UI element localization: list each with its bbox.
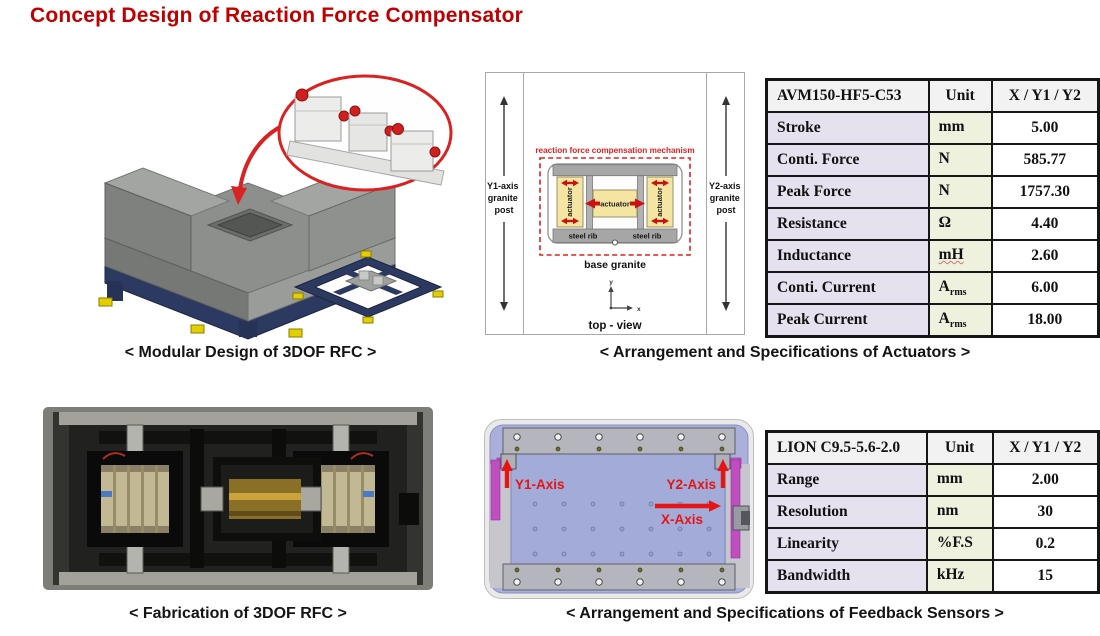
table-row: Conti. Current Arms 6.00 — [765, 271, 1100, 305]
svg-text:actuator: actuator — [565, 187, 574, 217]
sensor-arrangement-diagram: Y1-Axis Y2-Axis X-Axis — [483, 418, 755, 600]
page-title: Concept Design of Reaction Force Compens… — [30, 4, 524, 27]
svg-text:actuator: actuator — [655, 187, 664, 217]
fabrication-figure — [43, 407, 433, 590]
plate-hole-grid — [532, 501, 712, 557]
y2-axis-label: Y2-Axis — [666, 477, 716, 492]
svg-text:x: x — [637, 306, 641, 313]
right-actuator: actuator — [646, 176, 674, 228]
table-row: Peak Force N 1757.30 — [765, 175, 1100, 209]
svg-text:Y2-axis granite: Y2-axis granite post — [709, 181, 743, 215]
y2-granite-post: Y2-axis granite post — [709, 96, 743, 311]
table-header-row: AVM150-HF5-C53 Unit X / Y1 / Y2 — [765, 78, 1100, 113]
table-row: Resolution nm 30 — [765, 495, 1100, 529]
caption-actuators: < Arrangement and Specifications of Actu… — [599, 344, 971, 361]
svg-text:y: y — [609, 279, 613, 286]
table-row: Stroke mm 5.00 — [765, 111, 1100, 145]
unit-header: Unit — [925, 430, 994, 465]
caption-modular-design: < Modular Design of 3DOF RFC > — [124, 344, 377, 361]
top-rail-holes — [513, 433, 726, 452]
sensor-model-header: LION C9.5-5.6-2.0 — [765, 430, 928, 465]
fabrication-photo — [43, 407, 433, 590]
table-row: Resistance Ω 4.40 — [765, 207, 1100, 241]
axes-header: X / Y1 / Y2 — [990, 78, 1100, 113]
unit-header: Unit — [927, 78, 993, 113]
modular-design-cad-image — [98, 74, 453, 340]
top-view-label: top - view — [588, 320, 641, 332]
x-axis-arrow — [655, 500, 721, 512]
rfc-mechanism-dashed-box — [539, 157, 691, 256]
y2-axis-arrow — [717, 459, 729, 488]
left-actuator: actuator — [556, 176, 584, 228]
axes-header: X / Y1 / Y2 — [991, 430, 1100, 465]
sensor-spec-table: LION C9.5-5.6-2.0 Unit X / Y1 / Y2 Range… — [765, 430, 1100, 594]
steel-rib-right-label: steel rib — [633, 232, 662, 241]
actuator-arrangement-diagram: Y1-axis granite post Y2-axis granite pos… — [485, 72, 745, 335]
y1-axis-arrow — [501, 459, 513, 488]
steel-rib-left-label: steel rib — [569, 232, 598, 241]
actuator-spec-table: AVM150-HF5-C53 Unit X / Y1 / Y2 Stroke m… — [765, 78, 1100, 338]
y1-axis-label: Y1-Axis — [515, 477, 565, 492]
caption-fabrication: < Fabrication of 3DOF RFC > — [129, 605, 347, 622]
svg-text:actuator: actuator — [600, 200, 630, 209]
modular-design-figure — [43, 55, 458, 342]
left-voice-coil — [87, 424, 183, 574]
table-row: Peak Current Arms 18.00 — [765, 303, 1100, 338]
center-voice-coil — [200, 457, 322, 541]
rfc-mechanism-label: reaction force compensation mechanism — [535, 146, 694, 155]
y1-granite-post: Y1-axis granite post — [487, 96, 521, 311]
table-row: Range mm 2.00 — [765, 463, 1100, 497]
caption-sensors: < Arrangement and Specifications of Feed… — [566, 605, 1004, 622]
svg-text:Y1-axis granite: Y1-axis granite post — [487, 181, 521, 215]
base-granite-label: base granite — [584, 259, 646, 271]
bottom-rail-holes — [513, 567, 726, 586]
table-row: Linearity %F.S 0.2 — [765, 527, 1100, 561]
center-actuator: actuator — [585, 189, 645, 218]
coordinate-axes: y x — [608, 279, 641, 313]
table-row: Bandwidth kHz 15 — [765, 559, 1100, 594]
table-row: Conti. Force N 585.77 — [765, 143, 1100, 177]
table-header-row: LION C9.5-5.6-2.0 Unit X / Y1 / Y2 — [765, 430, 1100, 465]
table-row: Inductance mH 2.60 — [765, 239, 1100, 273]
actuator-model-header: AVM150-HF5-C53 — [765, 78, 930, 113]
x-axis-label: X-Axis — [661, 512, 703, 527]
